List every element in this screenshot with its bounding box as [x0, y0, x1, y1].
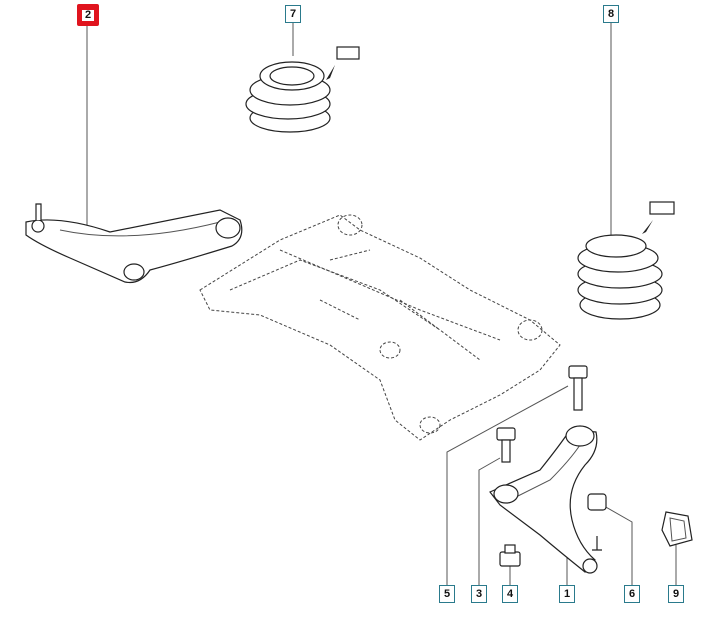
callout-6[interactable]: 6	[624, 585, 640, 603]
callout-8[interactable]: 8	[603, 5, 619, 23]
callout-2[interactable]: 2	[77, 4, 99, 26]
lower-wishbone-1[interactable]	[489, 425, 598, 574]
marker-tag-7	[326, 46, 360, 80]
coil-spring-8[interactable]	[577, 234, 663, 320]
long-bolt-5[interactable]	[568, 365, 588, 411]
callout-7[interactable]: 7	[285, 5, 301, 23]
callout-1[interactable]: 1	[559, 585, 575, 603]
callout-2-text: 2	[81, 9, 95, 21]
subframe	[199, 214, 561, 441]
upper-arm-2[interactable]	[25, 203, 243, 284]
coil-spring-7[interactable]	[245, 61, 331, 133]
protective-cover-9[interactable]	[661, 511, 693, 547]
callout-5[interactable]: 5	[439, 585, 455, 603]
callout-4[interactable]: 4	[502, 585, 518, 603]
ball-joint-nut-6[interactable]	[587, 493, 607, 551]
marker-tag-8	[642, 201, 675, 234]
callout-9[interactable]: 9	[668, 585, 684, 603]
callout-3[interactable]: 3	[471, 585, 487, 603]
leader-lines	[86, 22, 677, 585]
nut-4[interactable]	[499, 544, 521, 567]
short-bolt-3[interactable]	[496, 427, 516, 463]
